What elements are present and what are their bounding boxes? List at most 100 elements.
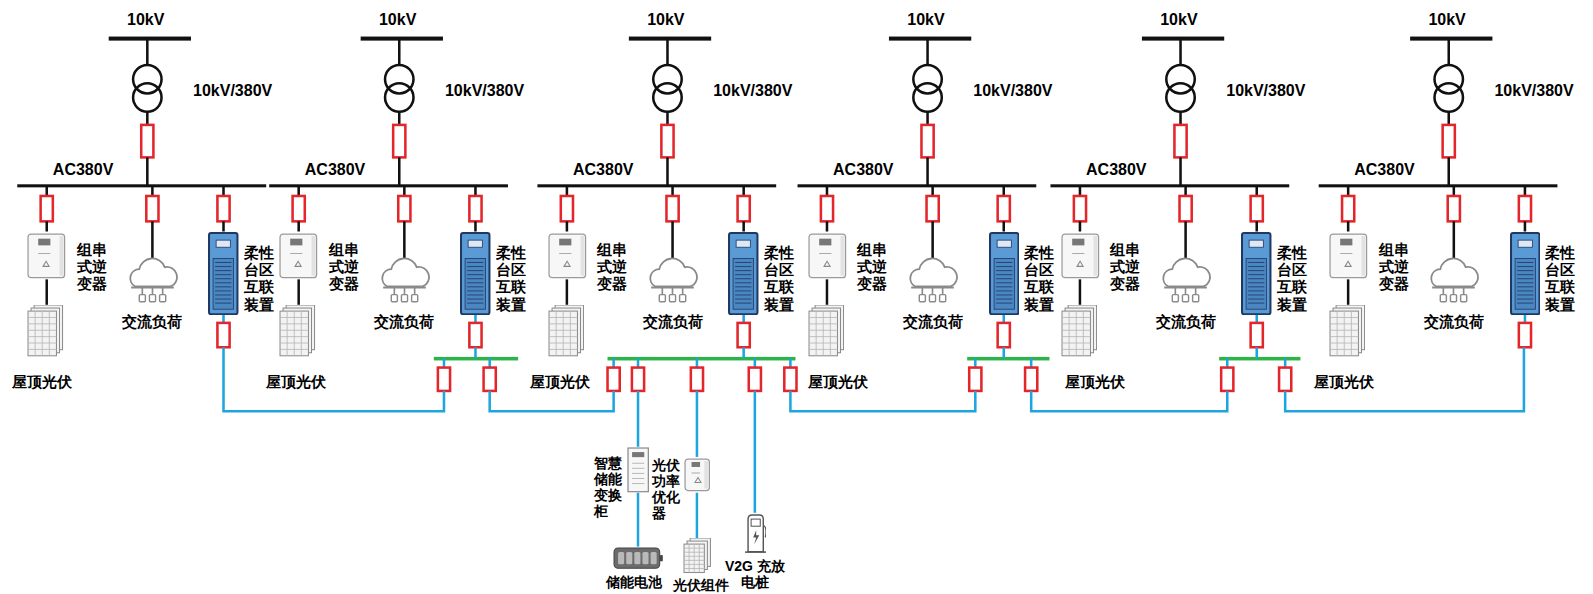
- wire: [1453, 221, 1456, 260]
- inverter-node: 组串式逆变器: [1060, 232, 1101, 280]
- wire: [224, 347, 444, 411]
- wire: [666, 112, 669, 125]
- wire: [696, 391, 699, 457]
- wire: [403, 186, 406, 196]
- device-label: 组串式逆变器: [1379, 241, 1409, 293]
- connector: [1079, 279, 1082, 304]
- breaker-symbol: [1279, 368, 1291, 391]
- breaker-symbol: [608, 368, 620, 391]
- breaker-symbol: [998, 196, 1010, 221]
- voltage-label: AC380V: [833, 161, 893, 179]
- wire: [671, 221, 674, 260]
- breaker-symbol: [1448, 196, 1460, 221]
- device-label: 柔性台区互联装置: [1545, 244, 1575, 313]
- wire: [754, 358, 757, 367]
- wire: [151, 221, 154, 260]
- wire: [1447, 112, 1450, 125]
- voltage-label: AC380V: [573, 161, 633, 179]
- device-icon: [744, 513, 766, 554]
- device-icon: [683, 538, 711, 575]
- voltage-label: 10kV/380V: [445, 82, 524, 100]
- device-label: 柔性台区互联装置: [764, 244, 794, 313]
- ac-bus: [269, 184, 508, 187]
- voltage-label: 10kV: [907, 11, 944, 29]
- device-label: 柔性台区互联装置: [244, 244, 274, 313]
- device-icon: [548, 305, 585, 358]
- hv-bus: [109, 37, 191, 41]
- breaker-symbol: [217, 196, 229, 221]
- breaker-symbol: [1251, 196, 1263, 221]
- pv-panel-node: 屋顶光伏: [279, 305, 316, 358]
- wire: [1031, 391, 1227, 411]
- device-icon: [1510, 232, 1540, 315]
- wire: [1447, 39, 1450, 65]
- wire: [566, 186, 569, 196]
- device-label: 组串式逆变器: [857, 241, 887, 293]
- interconnect-node: 柔性台区互联装置: [1510, 232, 1540, 315]
- breaker-symbol: [1180, 196, 1192, 221]
- breaker-symbol: [661, 125, 673, 157]
- dc-bus: [967, 357, 1049, 361]
- device-icon: [208, 232, 238, 315]
- wire: [222, 221, 225, 231]
- hv-bus: [889, 37, 971, 41]
- wire: [637, 358, 640, 367]
- wire: [789, 358, 792, 367]
- device-icon: [1060, 232, 1101, 280]
- wire: [1179, 112, 1182, 125]
- ac-bus: [1050, 184, 1289, 187]
- inverter-node: 组串式逆变器: [26, 232, 67, 280]
- device-icon: [547, 232, 588, 280]
- load-node: 交流负荷: [1422, 256, 1485, 305]
- transformer-symbol: [913, 83, 941, 111]
- transformer-symbol: [385, 83, 413, 111]
- voltage-label: 10kV/380V: [1494, 82, 1573, 100]
- wire: [826, 186, 829, 196]
- breaker-symbol: [398, 196, 410, 221]
- voltage-label: 10kV: [1428, 11, 1465, 29]
- device-label: V2G 充放电桩: [725, 558, 785, 590]
- ac-bus: [17, 184, 266, 187]
- wire: [790, 391, 975, 411]
- wire: [146, 157, 149, 185]
- ac-bus: [537, 184, 776, 187]
- connector: [637, 493, 640, 547]
- wire: [1255, 221, 1258, 231]
- device-icon: [641, 256, 704, 305]
- device-icon: [989, 232, 1019, 315]
- connector: [826, 279, 829, 304]
- wire: [1079, 186, 1082, 196]
- load-node: 交流负荷: [1154, 256, 1217, 305]
- device-icon: [121, 256, 184, 305]
- voltage-label: AC380V: [53, 161, 113, 179]
- connector: [1347, 279, 1350, 304]
- breaker-symbol: [998, 323, 1010, 347]
- breaker-symbol: [1174, 125, 1186, 157]
- wire: [474, 347, 477, 358]
- connector: [566, 279, 569, 304]
- pv-panel-node: 屋顶光伏: [1061, 305, 1098, 358]
- voltage-label: 10kV: [379, 11, 416, 29]
- voltage-label: 10kV/380V: [713, 82, 792, 100]
- wire: [974, 358, 977, 367]
- hv-bus: [1142, 37, 1224, 41]
- wire: [742, 221, 745, 231]
- wire: [398, 157, 401, 185]
- wire: [1347, 186, 1350, 196]
- breaker-symbol: [1074, 196, 1086, 221]
- load-node: 交流负荷: [373, 256, 436, 305]
- wire: [1184, 221, 1187, 260]
- wire: [1002, 221, 1005, 231]
- voltage-label: 10kV: [647, 11, 684, 29]
- interconnect-node: 柔性台区互联装置: [460, 232, 490, 315]
- breaker-symbol: [666, 196, 678, 221]
- inverter-node: 组串式逆变器: [547, 232, 588, 280]
- wire: [1447, 157, 1450, 185]
- connector: [696, 493, 699, 539]
- wire: [403, 221, 406, 260]
- device-icon: [1329, 305, 1366, 358]
- breaker-symbol: [1342, 196, 1354, 221]
- device-icon: [901, 256, 964, 305]
- device-label: 组串式逆变器: [597, 241, 627, 293]
- device-label: 交流负荷: [1424, 313, 1484, 330]
